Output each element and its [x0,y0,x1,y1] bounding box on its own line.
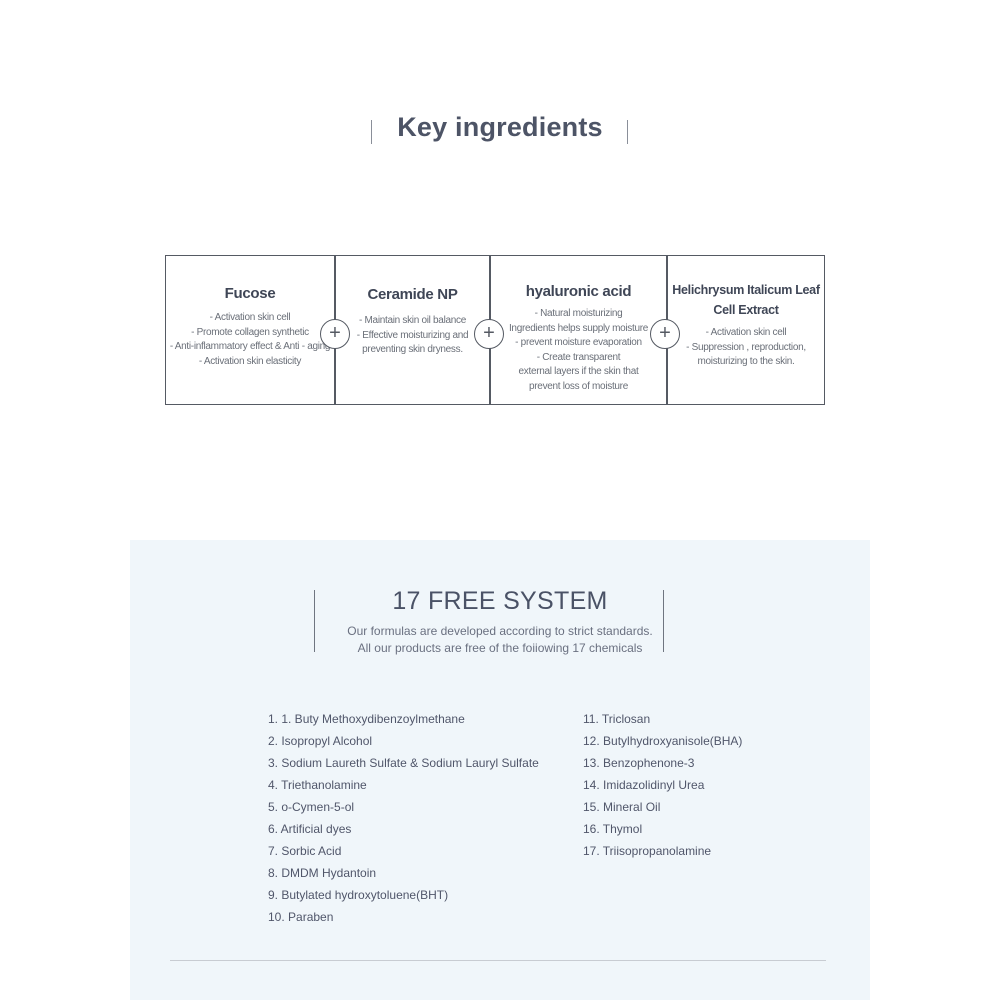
key-ingredients-heading: Key ingredients [0,110,1000,154]
list-item: 14. Imidazolidinyl Urea [583,778,705,792]
list-item: 12. Butylhydroxyanisole(BHA) [583,734,743,748]
free-divider-left [314,590,315,652]
list-item: 11. Triclosan [583,712,651,726]
list-item: 5. o-Cymen-5-ol [268,800,355,814]
list-item: 9. Butylated hydroxytoluene(BHT) [268,888,449,902]
list-item: 16. Thymol [583,822,643,836]
ingredient-title: Ceramide NP [367,286,458,303]
ingredient-description: - Activation skin cell - Suppression , r… [686,327,806,367]
free-system-title: 17 FREE SYSTEM [392,587,608,615]
plus-icon: + [650,319,680,349]
bottom-divider [170,960,826,961]
ingredient-title: hyaluronic acid [525,283,632,300]
plus-icon: + [320,319,350,349]
chemical-list-left: 1. 1. Buty Methoxydibenzoylmethane 2. Is… [268,711,539,931]
list-item: 13. Benzophenone-3 [583,756,695,770]
list-item: 15. Mineral Oil [583,800,661,814]
page-title: Key ingredients [397,112,603,142]
list-item: 1. 1. Buty Methoxydibenzoylmethane [268,712,465,726]
list-item: 10. Paraben [268,910,334,924]
free-system-subtitle: Our formulas are developed according to … [347,624,653,655]
plus-icon: + [474,319,504,349]
list-item: 17. Triisopropanolamine [583,844,712,858]
heading-divider-left [371,120,372,144]
list-item: 6. Artificial dyes [268,822,352,836]
heading-divider-right [627,120,628,144]
ingredient-cell-fucose: Fucose - Activation skin cell - Promote … [166,256,334,404]
list-item: 4. Triethanolamine [268,778,367,792]
list-item: 2. Isopropyl Alcohol [268,734,373,748]
ingredient-description: - Activation skin cell - Promote collage… [169,312,331,367]
chemical-list-right: 11. Triclosan 12. Butylhydroxyanisole(BH… [583,711,742,865]
ingredient-title: Fucose [224,285,276,302]
ingredient-cell-helichrysum: Helichrysum Italicum Leaf Cell Extract -… [668,256,824,404]
ingredient-title: Helichrysum Italicum Leaf Cell Extract [672,283,820,317]
list-item: 8. DMDM Hydantoin [268,866,377,880]
ingredient-description: - Maintain skin oil balance - Effective … [356,315,469,355]
ingredients-table: Fucose - Activation skin cell - Promote … [165,255,825,405]
ingredient-cell-hyaluronic: hyaluronic acid - Natural moisturizing I… [491,256,666,404]
ingredient-cell-ceramide: Ceramide NP - Maintain skin oil balance … [336,256,489,404]
free-system-panel: 17 FREE SYSTEM Our formulas are develope… [130,540,870,1000]
ingredient-description: - Natural moisturizing Ingredients helps… [508,308,649,392]
list-item: 3. Sodium Laureth Sulfate & Sodium Laury… [268,756,539,770]
free-divider-right [663,590,664,652]
list-item: 7. Sorbic Acid [268,844,342,858]
